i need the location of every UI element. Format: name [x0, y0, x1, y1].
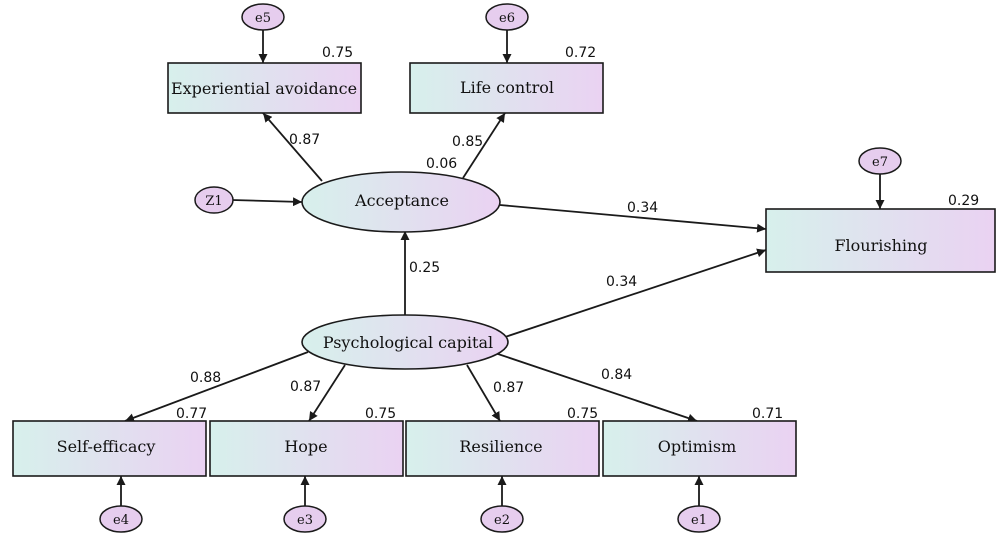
r2-flourishing: 0.29 [948, 193, 979, 209]
box-optimism [602, 420, 797, 477]
label-acceptance: Acceptance [354, 191, 449, 210]
r2-self-efficacy: 0.77 [176, 406, 207, 422]
path-psycap-to-flourishing [504, 248, 767, 338]
path-coefficients: 0.87 0.85 0.34 0.25 0.34 0.88 0.87 0.87 … [190, 132, 658, 396]
label-e7: e7 [872, 155, 888, 170]
label-flourishing: Flourishing [834, 236, 927, 255]
label-resilience: Resilience [459, 437, 542, 456]
error-e2-node [480, 505, 524, 533]
ellipse-acceptance [301, 171, 501, 233]
observed-variables [12, 62, 996, 477]
latent-variables [301, 171, 509, 370]
coef-acceptance-flourishing: 0.34 [627, 200, 658, 216]
r2-resilience: 0.75 [567, 406, 598, 422]
coef-psycap-optimism: 0.84 [601, 367, 632, 383]
path-psycap-to-self-efficacy [124, 351, 309, 423]
box-self-efficacy [12, 420, 207, 477]
label-e5: e5 [255, 11, 271, 26]
label-psychological-capital: Psychological capital [323, 333, 493, 352]
box-life-control [409, 62, 604, 114]
label-e2: e2 [494, 513, 510, 528]
path-z1-to-acceptance [231, 197, 303, 207]
error-e7-node [858, 147, 902, 175]
label-optimism: Optimism [658, 437, 737, 456]
label-hope: Hope [284, 437, 327, 456]
paths [116, 30, 885, 508]
ellipse-psychological-capital [301, 314, 509, 370]
r2-hope: 0.75 [365, 406, 396, 422]
path-psycap-to-resilience [466, 364, 501, 422]
path-acceptance-to-flourishing [499, 204, 767, 233]
error-e5-node [241, 3, 285, 31]
node-labels: Experiential avoidance Life control Flou… [57, 78, 928, 456]
error-terms [99, 3, 902, 533]
path-acceptance-to-life-control [462, 112, 506, 179]
box-experiential-avoidance [167, 62, 362, 114]
coef-psycap-flourishing: 0.34 [606, 274, 637, 290]
box-hope [209, 420, 404, 477]
r2-experiential-avoidance: 0.75 [322, 45, 353, 61]
coef-psycap-hope: 0.87 [290, 379, 321, 395]
label-e6: e6 [499, 11, 515, 26]
error-e1-node [677, 505, 721, 533]
label-life-control: Life control [460, 78, 554, 97]
path-psycap-to-hope [308, 364, 346, 422]
error-e3-node [283, 505, 327, 533]
coef-psycap-resilience: 0.87 [493, 380, 524, 396]
label-self-efficacy: Self-efficacy [57, 437, 156, 456]
box-resilience [405, 420, 600, 477]
coef-psycap-acceptance: 0.25 [409, 260, 440, 276]
coef-acceptance-life-control: 0.85 [452, 134, 483, 150]
coef-psycap-self-efficacy: 0.88 [190, 370, 221, 386]
error-labels: e5 e6 e7 Z1 e4 e3 e2 e1 [113, 11, 888, 528]
label-experiential-avoidance: Experiential avoidance [171, 79, 357, 98]
r2-life-control: 0.72 [565, 45, 596, 61]
error-z1-node [194, 186, 234, 214]
label-z1: Z1 [205, 194, 222, 209]
label-e1: e1 [691, 513, 707, 528]
path-acceptance-to-experiential-avoidance [262, 112, 323, 182]
label-e3: e3 [297, 513, 313, 528]
r2-acceptance: 0.06 [426, 156, 457, 172]
label-e4: e4 [113, 513, 129, 528]
box-flourishing [765, 208, 996, 273]
error-e6-node [485, 3, 529, 31]
error-e4-node [99, 505, 143, 533]
r2-optimism: 0.71 [752, 406, 783, 422]
r-squared-labels: 0.75 0.72 0.29 0.06 0.77 0.75 0.75 0.71 [176, 45, 979, 422]
path-psycap-to-optimism [494, 352, 698, 423]
coef-acceptance-experiential-avoidance: 0.87 [289, 132, 320, 148]
